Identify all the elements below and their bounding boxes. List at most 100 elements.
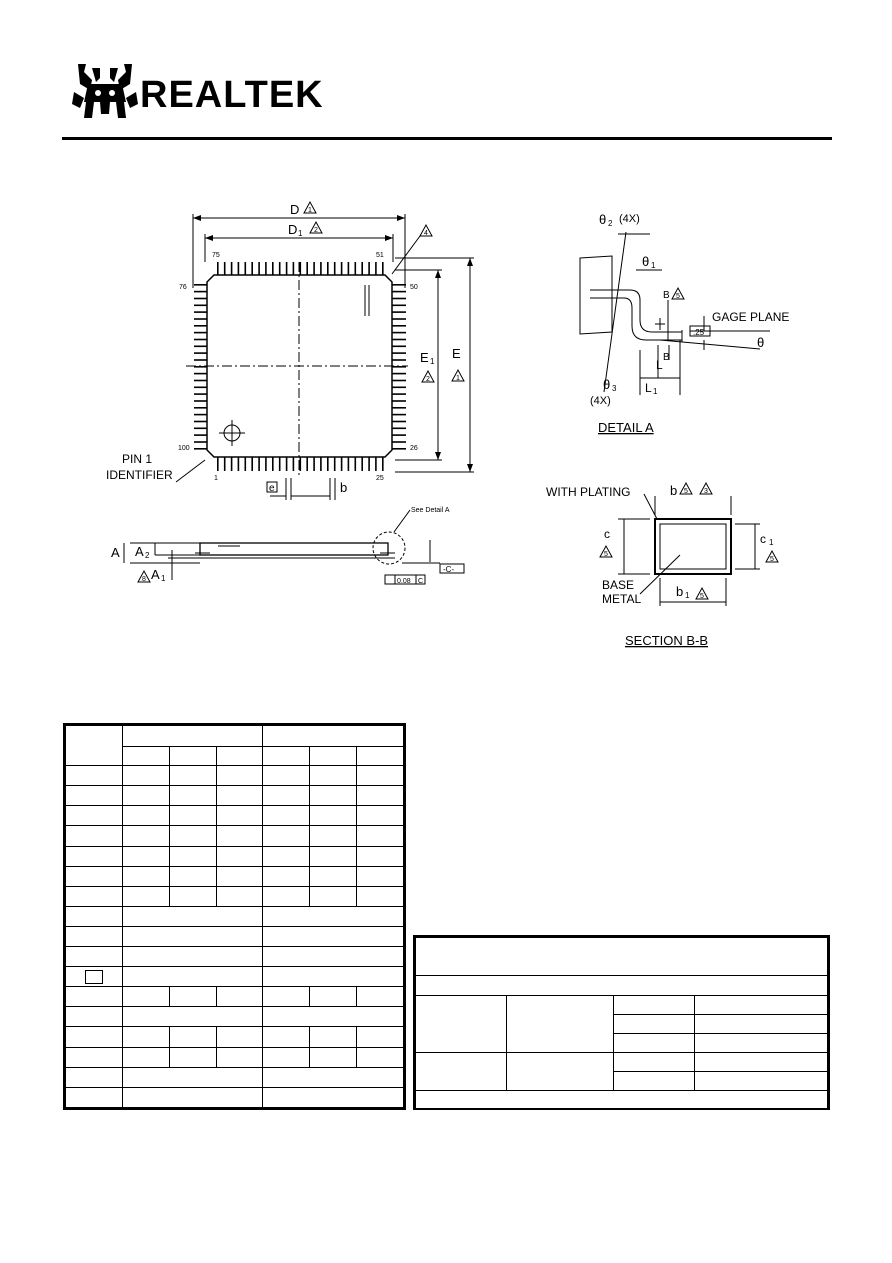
pin-25-label: 25 — [376, 475, 384, 482]
dim-c-label: c — [604, 527, 610, 541]
dim-a1-sub: 1 — [161, 574, 166, 583]
lead-left — [194, 325, 207, 327]
lead-right — [392, 434, 406, 436]
lead-right — [392, 379, 406, 382]
lead-bottom — [251, 457, 253, 471]
lead-bottom — [333, 457, 336, 471]
lead-top — [382, 262, 384, 275]
lead-top — [285, 262, 288, 275]
detail-a-drawing: .25 GAGE PLANE θ 2 (4X) θ 1 B 5 B L θ θ … — [579, 212, 789, 435]
note-5e-label: 5 — [700, 593, 704, 600]
table-row — [65, 1026, 404, 1048]
lead-right — [392, 441, 406, 443]
note-5d-triangle-icon: 5 — [765, 549, 779, 563]
dim-l-label: L — [656, 358, 663, 372]
lead-left — [194, 331, 207, 334]
note-5e-triangle-icon: 5 — [695, 586, 709, 600]
lead-bottom — [340, 457, 343, 471]
lead-top — [237, 262, 240, 275]
dim-a-label: A — [111, 545, 120, 560]
note-1b-triangle-icon: 1 — [451, 368, 465, 382]
pin-76-label: 76 — [179, 284, 187, 291]
lead-top — [265, 262, 267, 275]
table-row — [65, 946, 404, 968]
table-row — [65, 825, 404, 847]
base-metal-line1: BASE — [602, 578, 634, 592]
title-block-header — [415, 937, 828, 976]
lead-bottom — [327, 457, 329, 471]
lead-left — [194, 352, 207, 354]
note-4-label: 4 — [424, 230, 428, 237]
dim-a1-label: A — [151, 567, 160, 582]
lead-left — [194, 386, 207, 389]
lead-bottom — [306, 457, 308, 471]
lead-right — [392, 345, 406, 348]
lead-bottom — [354, 457, 357, 471]
lead-left — [194, 311, 207, 313]
table-row — [65, 1086, 404, 1109]
note-1-label: 1 — [308, 207, 312, 214]
dim-b1-label: b — [676, 584, 683, 599]
lead-bottom — [278, 457, 281, 471]
note-5b-label: 5 — [684, 488, 688, 495]
note-2b-label: 2 — [426, 376, 430, 383]
lead-left — [194, 290, 207, 293]
lead-bottom — [299, 457, 302, 471]
lead-top — [278, 262, 281, 275]
dim-e1-label: E — [420, 350, 429, 365]
dim-d1-sub: 1 — [298, 229, 303, 238]
lead-right — [392, 290, 406, 293]
lead-right — [392, 338, 406, 341]
lead-right — [392, 359, 406, 361]
lead-left — [194, 434, 207, 436]
dim-e-pitch-label: e — [269, 483, 275, 494]
note-5c-triangle-icon: 5 — [599, 544, 613, 558]
side-view-drawing: See Detail A A A 2 8 A 1 -C- 0.08 C — [111, 507, 465, 585]
lead-bottom — [375, 457, 377, 471]
section-b-top: B — [663, 290, 670, 301]
table-header-group-1 — [121, 724, 264, 748]
lead-top — [251, 262, 253, 275]
lead-right — [392, 331, 406, 334]
lead-top — [230, 262, 233, 275]
lead-bottom — [368, 457, 370, 471]
datum-c-label: -C- — [443, 565, 454, 574]
lead-bottom — [347, 457, 350, 471]
lead-bottom — [223, 457, 226, 471]
lead-top — [340, 262, 343, 275]
dim-b-label: b — [340, 480, 347, 495]
lead-right — [392, 304, 406, 307]
lead-bottom — [237, 457, 240, 471]
lead-right — [392, 407, 406, 409]
lead-top — [299, 262, 302, 275]
lead-top — [292, 262, 295, 275]
theta3-sub: 3 — [612, 384, 617, 393]
lead-bottom — [361, 457, 363, 471]
lead-top — [244, 262, 247, 275]
lead-bottom — [217, 457, 219, 471]
note-4-triangle-icon: 4 — [419, 223, 433, 237]
table-row — [65, 1066, 404, 1088]
lead-bottom — [265, 457, 267, 471]
lead-left — [194, 427, 207, 430]
coplanarity-ref: C — [418, 578, 423, 585]
lead-top — [320, 262, 322, 275]
lead-right — [392, 318, 406, 320]
lead-right — [392, 386, 406, 389]
pin-75-label: 75 — [212, 252, 220, 259]
pin-51-label: 51 — [376, 252, 384, 259]
header-divider — [62, 137, 832, 140]
pin-100-label: 100 — [178, 445, 190, 452]
lead-right — [392, 311, 406, 313]
lead-top — [347, 262, 350, 275]
table-row — [65, 905, 404, 927]
lead-left — [194, 297, 207, 300]
lead-top — [306, 262, 308, 275]
lead-left — [194, 338, 207, 341]
theta3-label: θ — [603, 377, 610, 392]
lead-bottom — [272, 457, 274, 471]
lead-bottom — [313, 457, 315, 471]
table-row — [65, 1046, 404, 1068]
lead-left — [194, 400, 207, 402]
lead-left — [194, 379, 207, 382]
